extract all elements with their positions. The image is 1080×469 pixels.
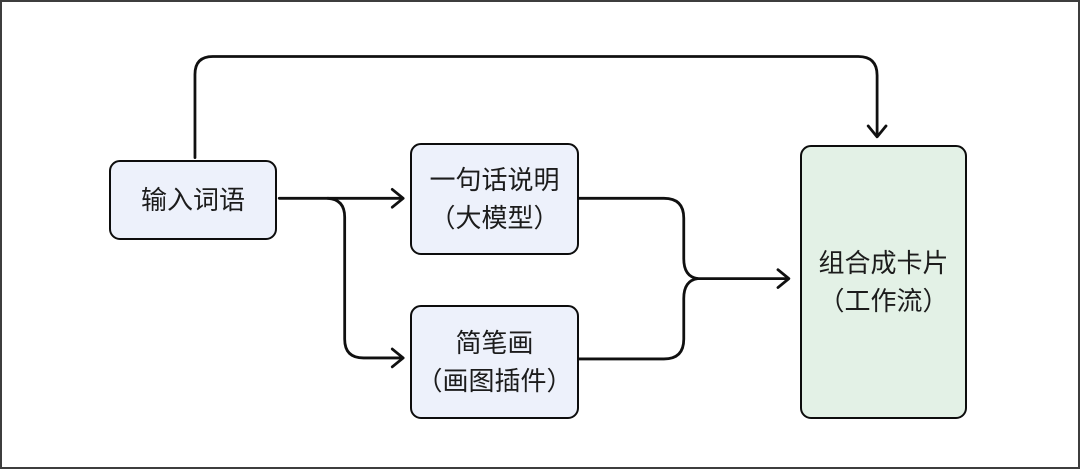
node-one-sentence-caption-label-line-1: 一句话说明 [429,165,560,195]
edge-sketch-to-merge [576,277,700,361]
node-combine-into-card-label-line-1: 组合成卡片 [818,248,949,278]
edge-caption-to-merge [576,196,700,281]
node-input-words: 输入词语 [109,160,277,240]
node-one-sentence-caption: 一句话说明 （大模型） [410,143,579,255]
node-simple-sketch: 简笔画 （画图插件） [410,305,579,419]
node-simple-sketch-label-line-1: 简笔画 [455,328,534,358]
arrowhead-right-caption-icon [390,188,405,209]
edge-input-to-sketch [326,196,402,360]
connector-lines [193,55,888,369]
node-combine-into-card: 组合成卡片 （工作流） [800,145,967,419]
arrowhead-right-sketch-icon [390,347,405,369]
node-combine-into-card-label-line-2: （工作流） [818,286,949,316]
edge-input-to-card [193,55,879,160]
node-input-words-label: 输入词语 [140,185,245,215]
node-simple-sketch-label-line-2: （画图插件） [416,366,573,396]
arrowhead-right-card-icon [776,268,791,289]
node-one-sentence-caption-label-line-2: （大模型） [429,203,560,233]
arrowhead-down-icon [866,124,888,139]
